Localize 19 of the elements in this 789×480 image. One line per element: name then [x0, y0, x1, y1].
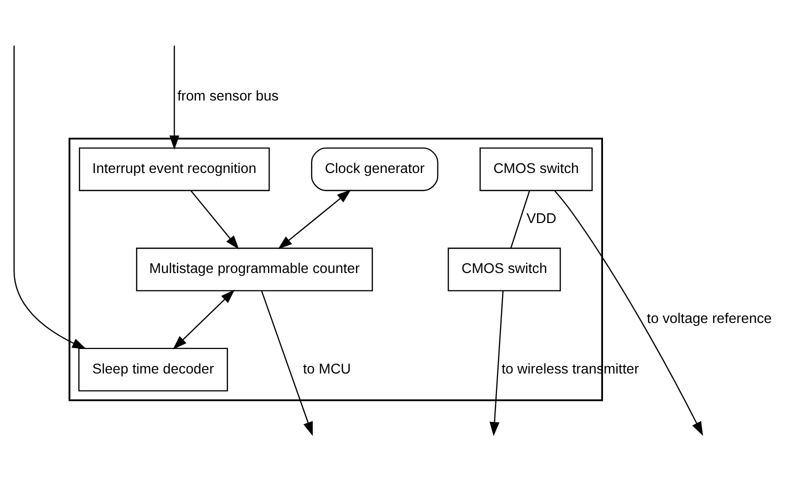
edge-label: to voltage reference [646, 310, 772, 326]
arrow [172, 290, 235, 350]
node-box: Clock generator [311, 148, 438, 192]
node-box: CMOS switch [480, 148, 593, 192]
edge-label: from sensor bus [177, 87, 279, 104]
arrow [554, 190, 704, 436]
arrow [490, 290, 504, 436]
arrow [190, 190, 240, 250]
connector [510, 190, 530, 248]
arrow [278, 190, 352, 250]
node-box: Sleep time decoder [78, 348, 228, 392]
node-box: Interrupt event recognition [78, 148, 270, 192]
node-box: CMOS switch [448, 248, 561, 292]
edge-label: VDD [526, 210, 556, 226]
arrow [169, 46, 180, 150]
arrow [261, 290, 313, 436]
edge-label: to MCU [303, 360, 351, 376]
arrow [14, 46, 86, 350]
node-box: Multistage programmable counter [136, 248, 373, 292]
